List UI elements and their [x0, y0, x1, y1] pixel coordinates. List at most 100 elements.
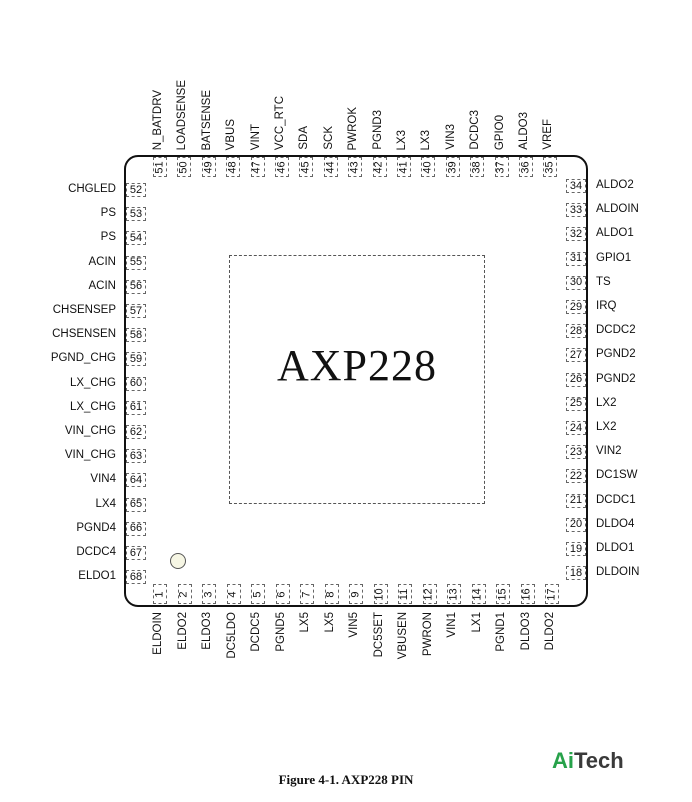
pin-number-text: 47	[251, 160, 264, 174]
pin-number: 31	[566, 251, 586, 266]
pin-number-text: 15	[496, 587, 509, 601]
pin-label: DLDO1	[596, 542, 635, 554]
pin-number-text: 42	[373, 160, 386, 174]
pin-label: DCDC1	[596, 493, 636, 506]
pin-number-text: 48	[226, 160, 239, 174]
pin-number: 3	[202, 584, 216, 604]
pin-label: CHSENSEP	[52, 304, 116, 316]
pin1-marker-icon	[170, 553, 186, 569]
pin-label: PGND1	[495, 612, 507, 652]
pin-number: 27	[566, 348, 586, 363]
pin-label: PS	[100, 207, 116, 220]
brand-logo: AiTech	[552, 748, 624, 774]
pin-label: VIN_CHG	[64, 449, 116, 462]
pin-label: CHGLED	[68, 183, 116, 195]
pin-number-text: 17	[545, 587, 558, 601]
pin-number-text: 49	[202, 160, 215, 174]
pin-number-text: 41	[397, 160, 410, 174]
pin-label: DCDC3	[469, 110, 482, 150]
pin-label: PGND4	[76, 521, 116, 534]
pin-number: 29	[566, 300, 586, 314]
pin-number-text: 36	[519, 160, 532, 174]
pin-number: 68	[126, 570, 146, 585]
chip-name: AXP228	[276, 341, 438, 390]
pin-label: TS	[596, 275, 611, 288]
pin-label: CHSENSEN	[52, 328, 116, 341]
pin-number-text: 45	[299, 160, 312, 174]
pin-number: 18	[566, 566, 586, 581]
pin-number: 11	[398, 584, 412, 604]
pin-number: 14	[471, 584, 486, 604]
pin-label: ALDO3	[518, 112, 530, 150]
pin-label: LX_CHG	[69, 400, 116, 413]
pin-number: 1	[153, 584, 167, 604]
pin-number: 25	[566, 396, 586, 411]
pin-label: VIN4	[90, 473, 116, 486]
pin-number: 12	[422, 584, 437, 604]
pin-number: 59	[126, 352, 146, 367]
pin-label: SCK	[322, 126, 335, 150]
pin-number: 16	[520, 584, 535, 604]
pin-number-text: 46	[275, 160, 288, 174]
pin-number: 48	[226, 157, 241, 177]
pin-number: 9	[349, 584, 363, 604]
pin-number: 15	[496, 584, 510, 604]
pin-label: GPIO0	[493, 114, 506, 150]
pin-number-text: 11	[398, 588, 411, 600]
pin-number: 60	[126, 376, 146, 391]
pin-number-text: 10	[374, 587, 386, 601]
chip-outline	[124, 155, 588, 607]
pin-label: LX5	[299, 612, 311, 633]
pin-number: 49	[201, 157, 216, 177]
pin-number: 6	[275, 584, 290, 604]
pin-number-text: 40	[421, 160, 434, 174]
pin-number: 2	[177, 584, 192, 604]
pin-number: 40	[421, 157, 436, 177]
pin-number: 10	[373, 584, 388, 604]
pin-number-text: 51	[153, 160, 166, 174]
pin-label: VIN_CHG	[64, 425, 116, 437]
pin-label: ALDO1	[596, 227, 634, 240]
pin-number-text: 16	[521, 587, 533, 601]
pin-number: 37	[494, 157, 509, 177]
pin-number-text: 44	[324, 160, 337, 174]
pin-number: 33	[566, 203, 586, 218]
pin-number: 21	[566, 493, 586, 508]
pin-label: DLDO4	[596, 517, 635, 530]
pin-number-text: 6	[276, 590, 288, 598]
pin-label: VBUS	[225, 118, 238, 150]
pin-label: LX3	[396, 129, 408, 150]
pin-number-text: 1	[153, 590, 166, 598]
pin-number-text: 39	[446, 160, 459, 174]
die-outline	[229, 255, 485, 504]
pin-label: GPIO1	[596, 251, 632, 264]
figure-caption: Figure 4-1. AXP228 PIN	[278, 772, 414, 787]
pin-number: 56	[126, 279, 146, 294]
pin-number-text: 4	[227, 590, 239, 598]
pin-label: DC5LDO	[225, 612, 238, 659]
pin-number: 43	[348, 157, 363, 177]
pin-label: DC1SW	[596, 469, 638, 482]
pin-number: 44	[323, 157, 338, 177]
pin-label: DCDC4	[76, 546, 116, 558]
pin-number: 19	[566, 542, 586, 556]
pin-label: ACIN	[88, 279, 116, 292]
pin-number: 45	[299, 157, 314, 177]
pin-number: 50	[177, 157, 192, 177]
pin-label: BATSENSE	[200, 89, 213, 151]
pin-number: 35	[543, 157, 558, 177]
pin-label: VREF	[542, 119, 555, 150]
pin-label: PWRON	[421, 612, 434, 657]
brand-prefix: Ai	[552, 748, 574, 773]
pin-label: IRQ	[596, 300, 617, 312]
pin-number-text: 3	[202, 590, 215, 598]
pin-number: 63	[126, 449, 146, 464]
pin-label: PGND5	[274, 612, 287, 652]
pin-label: DLDOIN	[596, 566, 640, 579]
pin-label: LX3	[420, 129, 433, 150]
pin-label: LX2	[596, 421, 617, 433]
pin-number: 41	[397, 157, 411, 177]
pin-number: 51	[153, 157, 167, 177]
pin-label: ELDO2	[176, 612, 189, 650]
pin-number: 58	[126, 328, 146, 343]
